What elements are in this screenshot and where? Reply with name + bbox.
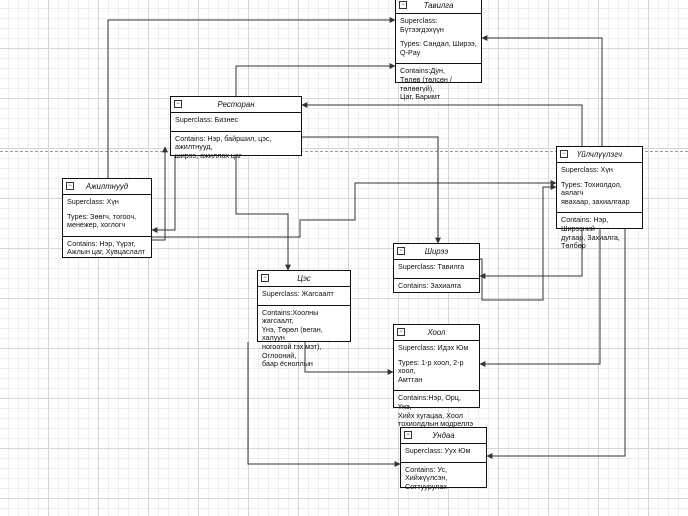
- class-tses[interactable]: −Цэс Superclass: Жагсаалт Contains:Хоолн…: [257, 270, 351, 368]
- edge-uilchluulegch-undaa: [486, 229, 626, 459]
- separator: [171, 130, 301, 132]
- separator: [557, 212, 642, 214]
- class-header: −Цэс: [258, 271, 350, 287]
- edge-ajiltnuud-tavilga: [107, 17, 396, 178]
- edge-restoran-ajiltnuud: [151, 147, 176, 233]
- class-header: −Тавилга: [396, 0, 481, 14]
- collapse-icon[interactable]: −: [399, 1, 407, 9]
- edge-uilchluulegch-restoran: [301, 102, 583, 146]
- edge-uilchluulegch-tavilga: [481, 35, 603, 146]
- class-uilchluulegch[interactable]: −Үйлчлүүлэгч Superclass: Хүн Types: Тохи…: [556, 146, 643, 250]
- page-break-line: [0, 151, 688, 152]
- class-header: −Хоол: [394, 325, 479, 341]
- class-ajiltnuud[interactable]: −Ажилтнууд Superclass: Хүн Types: Зөөгч,…: [62, 178, 152, 258]
- collapse-icon[interactable]: −: [397, 328, 405, 336]
- collapse-icon[interactable]: −: [66, 182, 74, 190]
- separator: [401, 461, 486, 463]
- class-undaa[interactable]: −Ундаа Superclass: Уух Юм Contains: Ус, …: [400, 427, 487, 491]
- class-khool[interactable]: −Хоол Superclass: Идэх Юм Types: 1-р хоо…: [393, 324, 480, 428]
- class-header: −Үйлчлүүлэгч: [557, 147, 642, 163]
- edge-restoran-shiree: [302, 136, 441, 244]
- edge-ajiltnuud-restoran: [152, 146, 168, 241]
- collapse-icon[interactable]: −: [174, 100, 182, 108]
- edge-restoran-tavilga: [235, 63, 396, 96]
- separator: [396, 63, 481, 65]
- class-tavilga[interactable]: −Тавилга Superclass: Бүтээгдэхүүн Types:…: [395, 0, 482, 101]
- collapse-icon[interactable]: −: [261, 274, 269, 282]
- collapse-icon[interactable]: −: [404, 431, 412, 439]
- class-header: −Ширээ: [394, 244, 479, 260]
- class-header: −Ажилтнууд: [63, 179, 151, 195]
- separator: [394, 277, 479, 279]
- edge-tses-undaa: [247, 342, 401, 467]
- class-shiree[interactable]: −Ширээ Superclass: Тавилга Contains: Зах…: [393, 243, 480, 293]
- edge-uilchluulegch-khool: [479, 229, 601, 367]
- separator: [394, 390, 479, 392]
- separator: [63, 235, 151, 237]
- separator: [258, 304, 350, 306]
- class-header: −Ундаа: [401, 428, 486, 444]
- class-header: −Ресторан: [171, 97, 301, 113]
- edge-tses-khool: [304, 342, 394, 375]
- class-restoran[interactable]: −Ресторан Superclass: Бизнес Contains: Н…: [170, 96, 302, 160]
- collapse-icon[interactable]: −: [397, 247, 405, 255]
- edge-restoran-tses: [235, 156, 291, 271]
- collapse-icon[interactable]: −: [560, 150, 568, 158]
- edge-ajiltnuud-uilchluulegch: [152, 180, 557, 238]
- edge-uilchluulegch-shiree: [479, 229, 583, 279]
- edge-shiree-uilchluulegch: [480, 184, 557, 301]
